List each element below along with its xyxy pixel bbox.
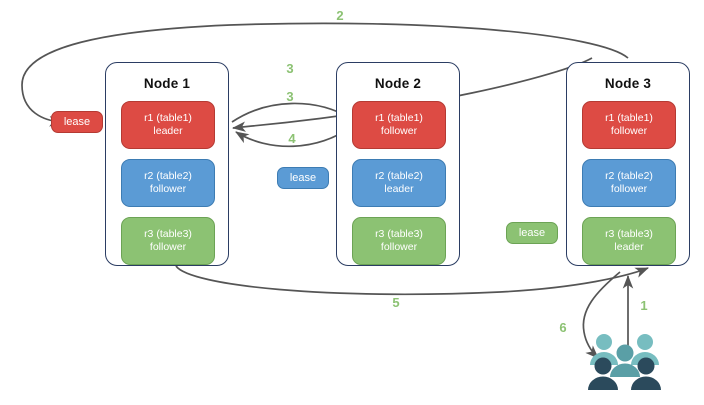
node-card-node2[interactable]: Node 2 r1 (table1) follower r2 (table2) … — [336, 62, 460, 266]
node-card-node1[interactable]: Node 1 r1 (table1) leader r2 (table2) fo… — [105, 62, 229, 266]
replica-role: follower — [149, 241, 187, 253]
users-group-icon — [588, 334, 661, 390]
replica-role: leader — [384, 183, 414, 195]
node-title: Node 1 — [143, 76, 191, 91]
step-label-2: 2 — [336, 8, 344, 23]
replica-role: follower — [610, 125, 648, 137]
lease-chip-r1[interactable]: lease — [51, 111, 103, 133]
replica-n1-r3[interactable]: r3 (table3) follower — [121, 217, 215, 265]
arrow-step-3-node2 — [231, 102, 351, 123]
step-label-6: 6 — [559, 320, 567, 335]
replica-n2-r1[interactable]: r1 (table1) follower — [352, 101, 446, 149]
lease-chip-r3[interactable]: lease — [506, 222, 558, 244]
replica-n3-r2[interactable]: r2 (table2) follower — [582, 159, 676, 207]
node-title: Node 3 — [604, 76, 652, 91]
replica-n1-r1[interactable]: r1 (table1) leader — [121, 101, 215, 149]
replica-name: r2 (table2) — [375, 169, 423, 182]
step-label-3b: 3 — [286, 89, 294, 104]
replica-role: follower — [380, 241, 418, 253]
replica-n1-r2[interactable]: r2 (table2) follower — [121, 159, 215, 207]
replica-n3-r3[interactable]: r3 (table3) leader — [582, 217, 676, 265]
arrow-step-2 — [21, 22, 629, 127]
replica-name: r3 (table3) — [605, 227, 653, 240]
replica-n2-r3[interactable]: r3 (table3) follower — [352, 217, 446, 265]
step-label-1: 1 — [640, 298, 648, 313]
replica-name: r1 (table1) — [144, 111, 192, 124]
replica-name: r3 (table3) — [375, 227, 423, 240]
replica-name: r1 (table1) — [605, 111, 653, 124]
replica-name: r1 (table1) — [375, 111, 423, 124]
lease-chip-r2[interactable]: lease — [277, 167, 329, 189]
step-label-3a: 3 — [286, 61, 294, 76]
replica-name: r2 (table2) — [144, 169, 192, 182]
arrow-step-5 — [175, 265, 649, 296]
replica-role: follower — [380, 125, 418, 137]
node-card-node3[interactable]: Node 3 r1 (table1) follower r2 (table2) … — [566, 62, 690, 266]
node-title: Node 2 — [374, 76, 422, 91]
step-label-4: 4 — [288, 131, 296, 146]
replica-role: leader — [153, 125, 183, 137]
step-label-5: 5 — [392, 295, 400, 310]
replica-role: follower — [610, 183, 648, 195]
replica-name: r3 (table3) — [144, 227, 192, 240]
replica-n3-r1[interactable]: r1 (table1) follower — [582, 101, 676, 149]
replica-role: follower — [149, 183, 187, 195]
replica-name: r2 (table2) — [605, 169, 653, 182]
replica-role: leader — [614, 241, 644, 253]
replica-n2-r2[interactable]: r2 (table2) leader — [352, 159, 446, 207]
arrow-step-6 — [582, 271, 621, 359]
